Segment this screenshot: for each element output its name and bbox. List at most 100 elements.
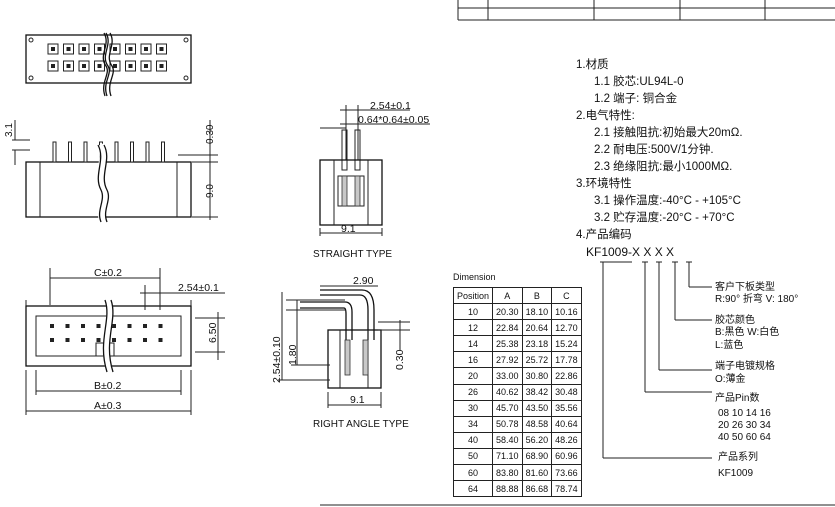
- dimension-cell: 38.42: [521, 383, 553, 401]
- code2-values2: L:蓝色: [715, 338, 743, 351]
- right-angle-view: [278, 285, 410, 408]
- bottom-pin: [65, 338, 70, 342]
- top-pad: [125, 43, 136, 55]
- spec-3-1: 3.1 操作温度:-40°C - +105°C: [594, 193, 741, 207]
- pad-grid: [47, 43, 167, 72]
- bottom-pin: [158, 338, 163, 342]
- dimension-cell: 25.38: [492, 335, 523, 353]
- dimension-cell: 17.78: [551, 351, 582, 369]
- front-pin: [68, 141, 72, 163]
- dimension-cell: 16: [452, 351, 494, 369]
- dimension-cell: 12: [452, 319, 494, 337]
- code4-row1: 08 10 14 16: [718, 408, 771, 419]
- dimension-cell: 73.66: [551, 464, 582, 482]
- front-pin: [161, 141, 165, 163]
- bottom-pin: [96, 324, 101, 328]
- dimension-cell: 33.00: [492, 367, 523, 385]
- code5-value: KF1009: [718, 468, 753, 479]
- bottom-pin: [96, 338, 101, 342]
- code4-row2: 20 26 30 34: [718, 420, 771, 431]
- bottom-pin: [50, 324, 54, 328]
- dimension-cell: 15.24: [551, 335, 582, 353]
- dimension-cell: 40: [452, 431, 494, 449]
- dimension-cell: 10: [452, 303, 494, 321]
- spec-2-3: 2.3 绝缘阻抗:最小1000MΩ.: [594, 159, 732, 173]
- ra-dim-right: 0.30: [394, 349, 406, 370]
- dimension-cell: 45.70: [492, 399, 523, 417]
- dimension-cell: 20.30: [492, 303, 523, 321]
- dimension-cell: 68.90: [521, 447, 553, 466]
- spec-3-2: 3.2 贮存温度:-20°C - +70°C: [594, 210, 735, 224]
- dimension-cell: 30.80: [521, 367, 553, 385]
- dimension-cell: 18.10: [521, 303, 553, 321]
- top-pad: [156, 43, 167, 55]
- dimension-cell: 78.74: [551, 480, 582, 498]
- dimension-cell: 43.50: [521, 399, 553, 417]
- top-pad: [125, 60, 136, 72]
- dimension-cell: 20.64: [521, 319, 553, 337]
- straight-type-view: [319, 105, 430, 236]
- dimension-cell: 30.48: [551, 383, 582, 401]
- bottom-pin: [112, 338, 116, 342]
- dimension-table-title: Dimension: [453, 272, 496, 282]
- dimension-cell: 34: [452, 415, 494, 433]
- dimension-cell: 86.68: [521, 480, 553, 498]
- top-pad: [140, 43, 152, 55]
- dimension-cell: 58.40: [492, 431, 523, 449]
- dimension-header-cell: C: [551, 286, 582, 305]
- dimension-cell: 10.16: [551, 303, 582, 321]
- code3-title: 端子电镀规格: [715, 359, 775, 372]
- top-pad: [94, 43, 105, 55]
- dimension-cell: 40.62: [492, 383, 523, 401]
- straight-dim-width: 9.1: [341, 223, 356, 235]
- bottom-pin: [127, 338, 132, 342]
- dimension-cell: 22.84: [492, 319, 523, 337]
- code1-values: R:90° 折弯 V: 180°: [715, 292, 798, 305]
- title-block-fragment: [457, 0, 835, 21]
- straight-type-caption: STRAIGHT TYPE: [313, 249, 392, 260]
- front-pin: [83, 141, 88, 163]
- code4-title: 产品Pin数: [715, 391, 759, 404]
- top-pad: [109, 43, 121, 55]
- bottom-dim-pitch: 2.54±0.1: [178, 282, 219, 294]
- dimension-cell: 64: [452, 480, 494, 498]
- top-pad: [140, 60, 152, 72]
- bottom-pin: [81, 324, 85, 328]
- spec-3: 3.环境特性: [576, 176, 632, 190]
- top-pad: [94, 60, 105, 72]
- bottom-pin: [158, 324, 163, 328]
- ra-dim-width: 9.1: [350, 394, 365, 406]
- dimension-cell: 27.92: [492, 351, 523, 369]
- spec-2-2: 2.2 耐电压:500V/1分钟.: [594, 142, 714, 156]
- top-pad: [78, 60, 90, 72]
- dimension-cell: 12.70: [551, 319, 582, 337]
- spec-4: 4.产品编码: [576, 227, 632, 241]
- dimension-cell: 22.86: [551, 367, 582, 385]
- front-dim-right: 9.0: [205, 184, 216, 198]
- spec-1-1: 1.1 胶芯:UL94L-0: [594, 74, 684, 88]
- front-view: [12, 120, 218, 224]
- front-pin: [145, 141, 150, 163]
- spec-2-1: 2.1 接触阻抗:初始最大20mΩ.: [594, 125, 743, 139]
- code4-row3: 40 50 60 64: [718, 432, 771, 443]
- ra-dim-left-inner: 1.80: [287, 344, 299, 365]
- dimension-header-cell: A: [492, 286, 523, 305]
- dimension-cell: 25.72: [521, 351, 553, 369]
- ra-dim-top: 2.90: [353, 275, 374, 287]
- dimension-cell: 56.20: [521, 431, 553, 449]
- dimension-cell: 60: [452, 464, 494, 482]
- bottom-pin: [50, 338, 54, 342]
- code1-title: 客户下板类型: [715, 280, 775, 293]
- ra-dim-left-outer: 2.54±0.10: [271, 336, 283, 383]
- bottom-pin: [143, 324, 147, 328]
